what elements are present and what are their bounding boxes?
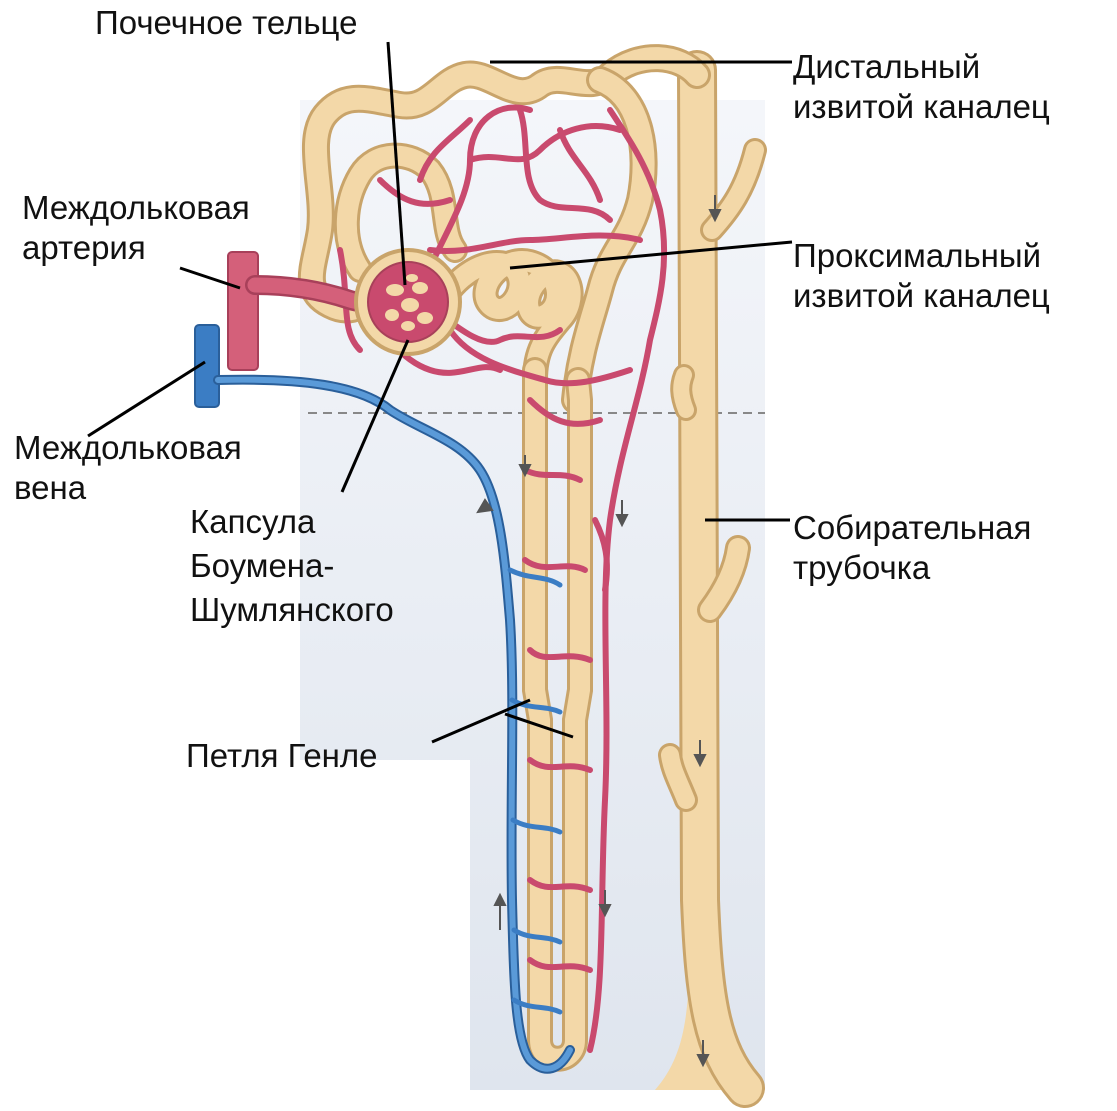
label-renal-corpuscle: Почечное тельце — [95, 3, 357, 43]
label-loop-of-henle: Петля Генле — [186, 736, 378, 776]
label-bowman-capsule: Капсула Боумена- Шумлянского — [190, 500, 394, 632]
leader-interlobular-vein — [88, 362, 205, 436]
label-proximal-tubule: Проксимальный извитой каналец — [793, 236, 1050, 316]
renal-corpuscle — [356, 250, 460, 354]
label-distal-tubule: Дистальный извитой каналец — [793, 47, 1050, 127]
label-interlobular-artery: Междольковая артерия — [22, 188, 250, 268]
label-interlobular-vein: Междольковая вена — [14, 428, 242, 508]
label-collecting-duct: Собирательная трубочка — [793, 508, 1031, 588]
